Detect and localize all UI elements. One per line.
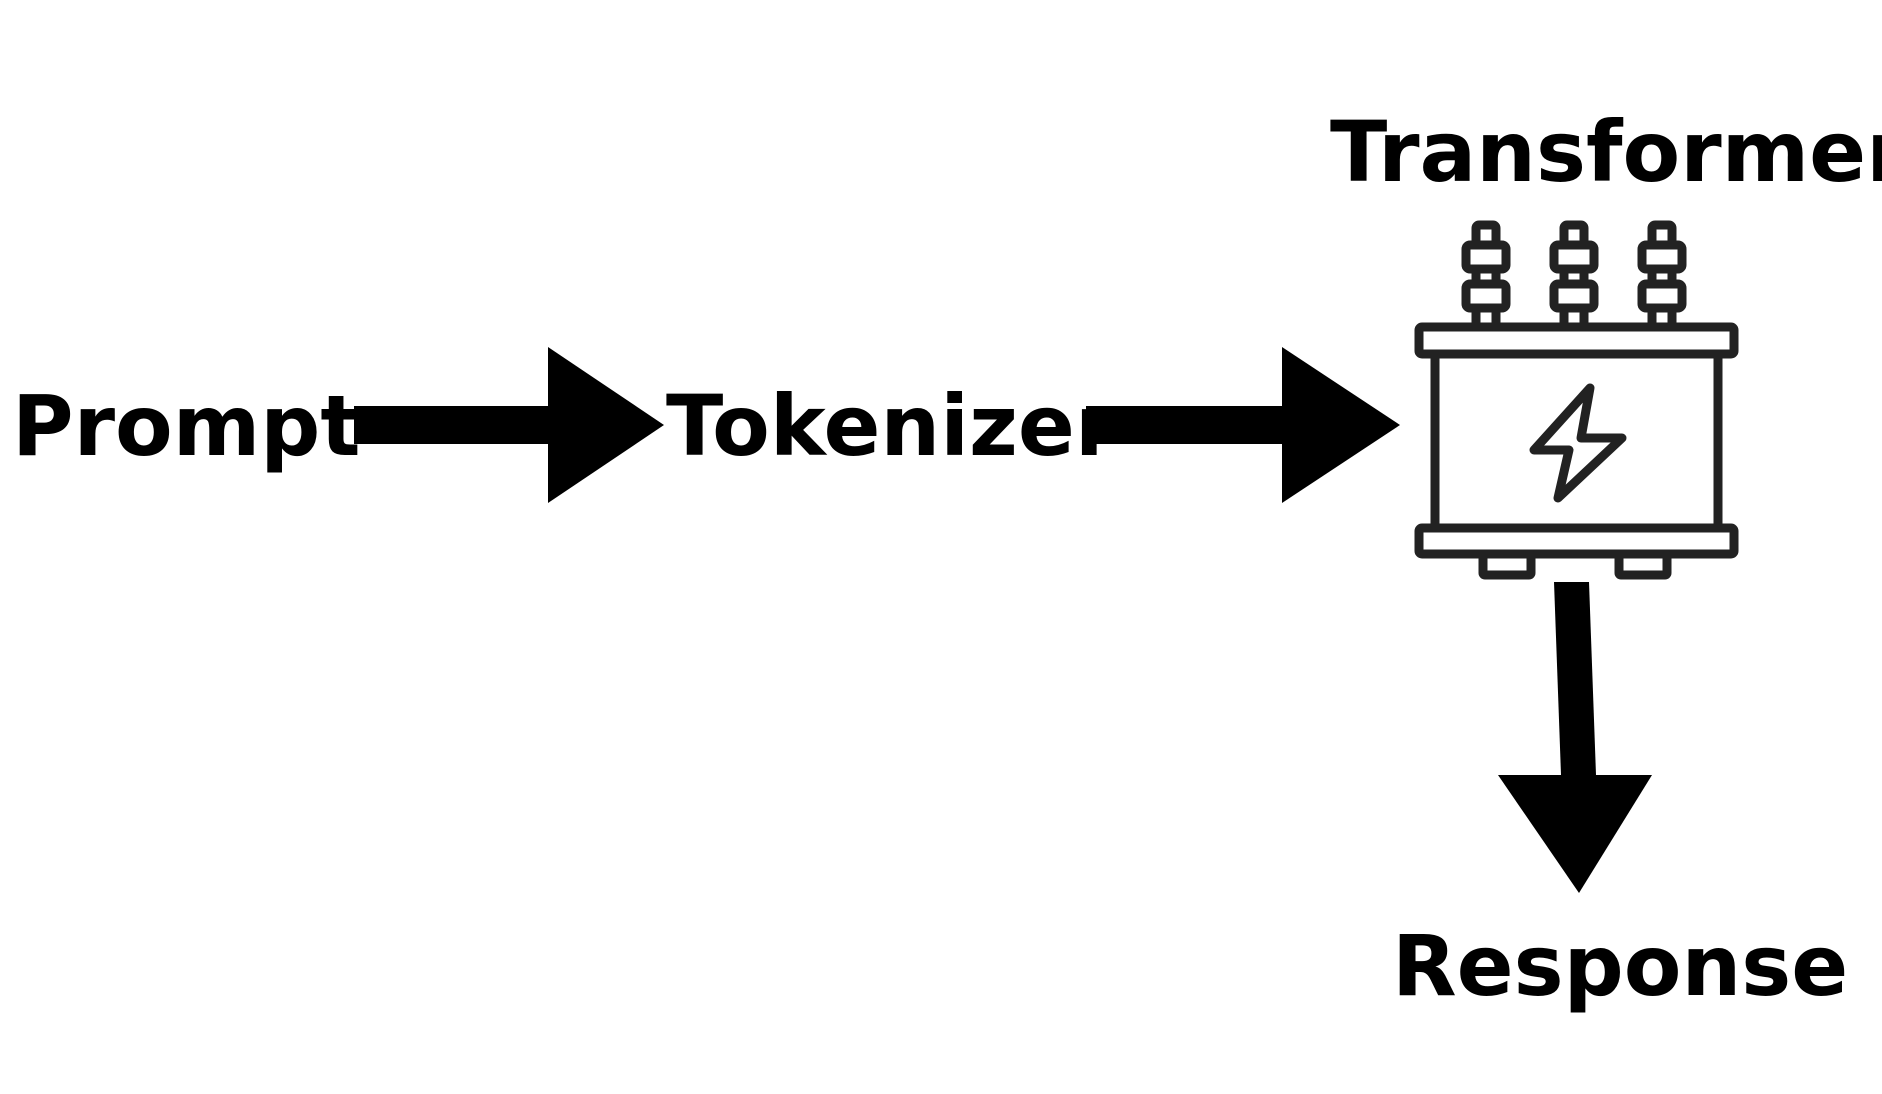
node-label-response: Response xyxy=(1392,917,1849,1015)
electrical-transformer-icon xyxy=(1414,220,1739,580)
bushing-icon xyxy=(1637,220,1687,332)
arrow-prompt-to-tokenizer xyxy=(354,347,664,503)
bushing-icon xyxy=(1549,220,1599,332)
node-label-prompt: Prompt xyxy=(12,377,361,475)
lightning-bolt-icon xyxy=(1529,383,1627,503)
arrow-tokenizer-to-transformer xyxy=(1086,347,1400,503)
arrow-transformer-to-response xyxy=(1498,582,1652,893)
node-label-transformer: Transformer xyxy=(1330,103,1882,201)
node-label-tokenizer: Tokenizer xyxy=(666,377,1117,475)
bushing-icon xyxy=(1461,220,1511,332)
